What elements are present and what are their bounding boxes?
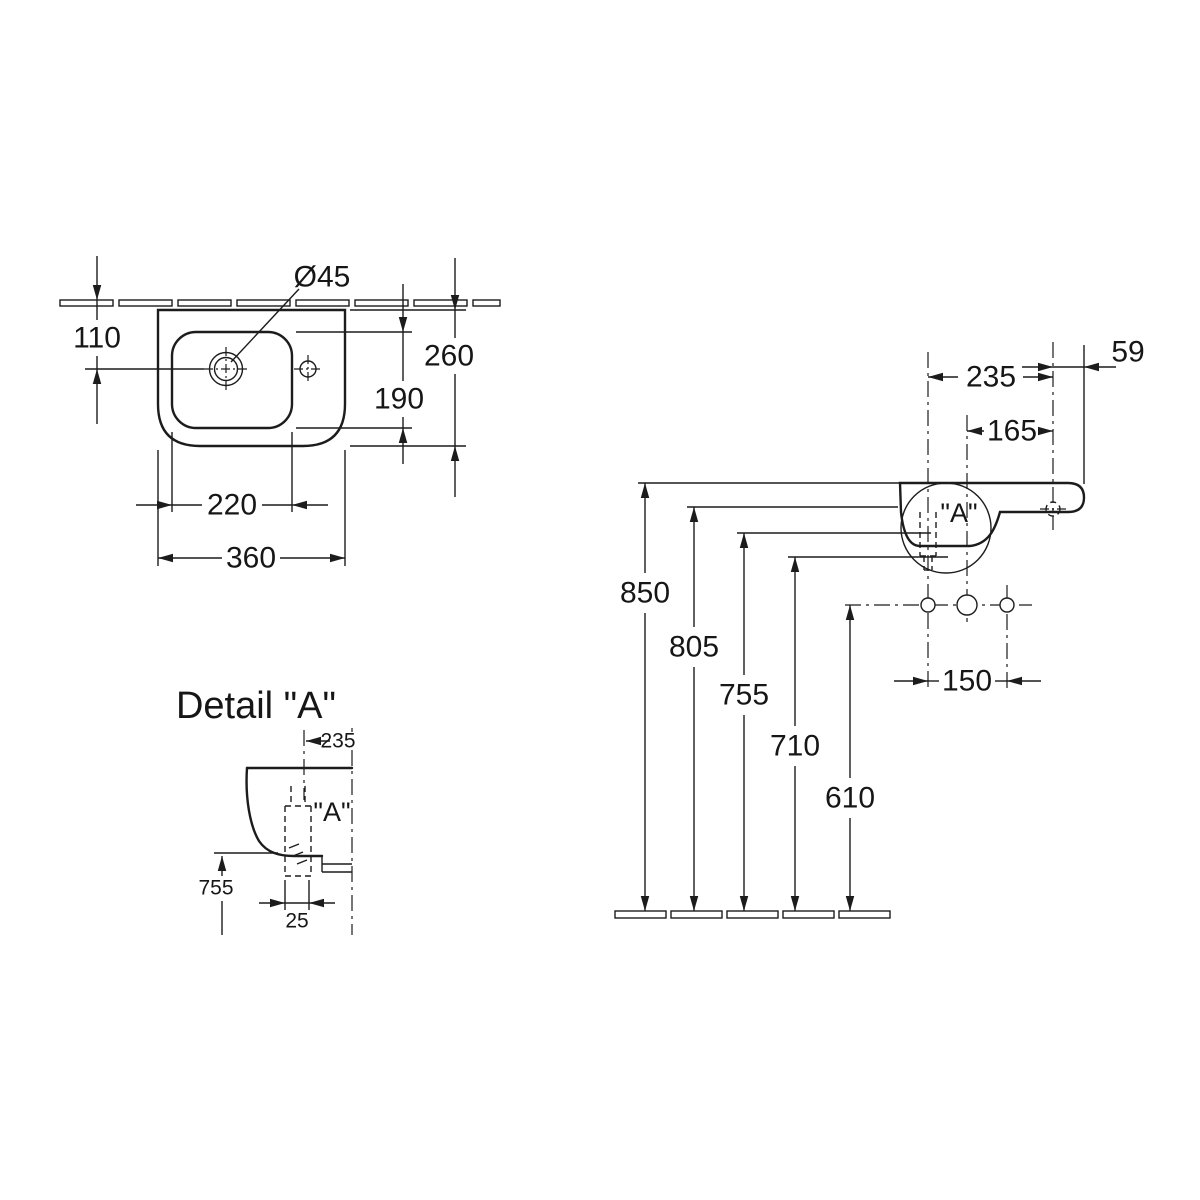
dim-110: 110	[73, 256, 204, 424]
dim-220-label: 220	[207, 489, 257, 522]
dim-220: 220	[136, 432, 328, 522]
dim-710: 710	[770, 557, 820, 911]
dim-710-label: 710	[770, 730, 820, 763]
dim-805-label: 805	[669, 631, 719, 664]
detail-basin-bowl	[245, 766, 324, 858]
dim-850: 850	[620, 483, 670, 911]
top-view: Ø45 110 260 190	[59, 256, 501, 575]
detail-dim-25-label: 25	[285, 910, 308, 933]
fixing-holes	[920, 594, 1015, 616]
detail-ref-label: "A"	[313, 797, 350, 827]
dim-360: 360	[157, 450, 346, 575]
dim-150: 150	[894, 665, 1041, 698]
dim-805: 805	[669, 507, 719, 911]
tap-hole	[294, 355, 322, 383]
dim-190: 190	[296, 284, 424, 464]
front-view: "A" 59 2	[614, 336, 1145, 919]
drain-hole	[204, 347, 248, 391]
dim-59-label: 59	[1111, 336, 1144, 369]
basin-outer-edge	[156, 308, 347, 448]
dim-59: 59	[1022, 336, 1145, 372]
wall-section	[59, 299, 501, 307]
dim-610: 610	[825, 605, 875, 911]
dim-755-front-label: 755	[719, 679, 769, 712]
dim-235-front-label: 235	[966, 361, 1016, 394]
detail-dim-755: 755	[198, 852, 278, 935]
dim-190-label: 190	[374, 383, 424, 416]
detail-circle	[900, 482, 992, 574]
detail-dim-235-label: 235	[320, 730, 355, 753]
dim-165-label: 165	[987, 415, 1037, 448]
dim-diameter-45: Ø45	[230, 261, 351, 363]
detail-dim-25: 25	[259, 880, 335, 933]
dim-diameter-45-label: Ø45	[294, 261, 351, 294]
dim-235-front: 235	[928, 361, 1053, 394]
detail-outlet-pipe	[321, 856, 352, 873]
dim-610-label: 610	[825, 782, 875, 815]
dim-260-label: 260	[424, 340, 474, 373]
dim-755-front: 755	[719, 533, 769, 911]
floor-section	[614, 910, 891, 919]
detail-dim-235: 235	[306, 730, 356, 753]
detail-trap	[284, 786, 312, 877]
front-tap-icon	[1040, 501, 1066, 517]
basin-bowl	[170, 330, 294, 430]
front-ref-label: "A"	[940, 498, 977, 528]
dim-850-label: 850	[620, 577, 670, 610]
dim-360-label: 360	[226, 542, 276, 575]
detail-dim-755-label: 755	[198, 877, 233, 900]
dim-110-label: 110	[73, 322, 121, 355]
dim-165: 165	[967, 415, 1053, 448]
detail-title: Detail "A"	[176, 685, 336, 727]
dim-260: 260	[350, 258, 474, 497]
dim-150-label: 150	[942, 665, 992, 698]
detail-view: Detail "A" 235 "A"	[176, 685, 356, 935]
front-basin-profile	[898, 481, 1086, 548]
